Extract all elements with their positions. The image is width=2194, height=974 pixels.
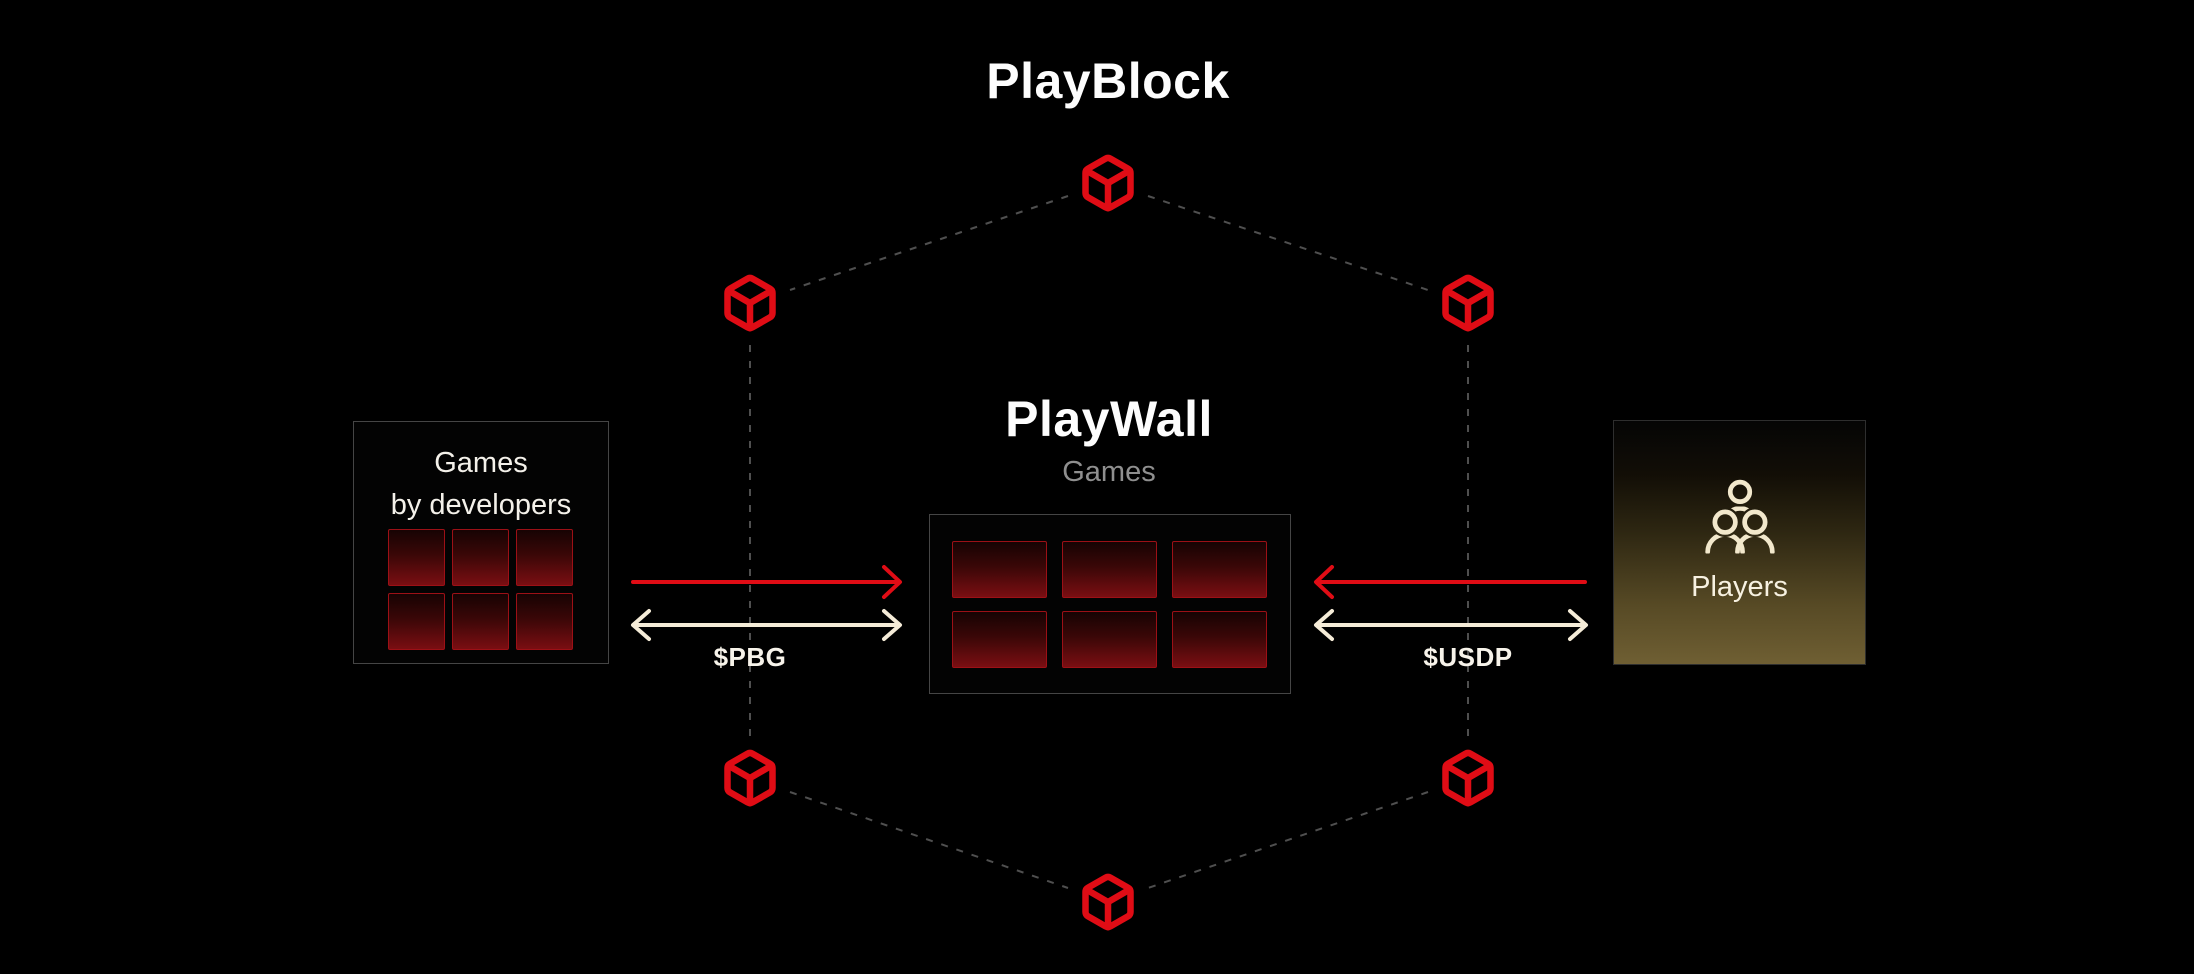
cube-node-bottom (1078, 872, 1138, 932)
users-group-icon (1705, 479, 1775, 554)
game-tile (388, 593, 445, 650)
developers-box-label-line2: by developers (390, 489, 572, 521)
cube-node-top (1078, 153, 1138, 213)
game-tile (452, 529, 509, 586)
cube-icon (1442, 274, 1494, 332)
game-tile (1172, 541, 1267, 598)
arrow-players-to-playwall (1314, 565, 1587, 599)
game-tile (952, 541, 1047, 598)
page-title: PlayBlock (986, 53, 1230, 109)
usdp-token-label: $USDP (1423, 642, 1513, 672)
cube-node-upper-right (1438, 273, 1498, 333)
players-box: Players (1613, 420, 1866, 665)
arrow-developers-to-playwall (631, 565, 902, 599)
playwall-box (929, 514, 1291, 694)
arrow-pbg-bidirectional (631, 609, 902, 641)
game-tile (952, 611, 1047, 668)
arrow-usdp-bidirectional (1314, 609, 1588, 641)
cube-node-lower-left (720, 748, 780, 808)
playwall-game-tiles (952, 541, 1267, 668)
players-box-label: Players (1691, 571, 1788, 603)
cube-icon (724, 274, 776, 332)
cube-icon (1082, 154, 1134, 212)
game-tile (1172, 611, 1267, 668)
game-tile (388, 529, 445, 586)
cube-icon (1082, 873, 1134, 931)
game-tile (1062, 541, 1157, 598)
game-tile (1062, 611, 1157, 668)
game-tile (516, 593, 573, 650)
cube-node-lower-right (1438, 748, 1498, 808)
developers-box-label-line1: Games (434, 447, 528, 479)
game-tile (516, 529, 573, 586)
playwall-subtitle: Games (1062, 456, 1156, 488)
developers-box-label: Games by developers (354, 442, 608, 526)
cube-icon (1442, 749, 1494, 807)
game-tile (452, 593, 509, 650)
playwall-title: PlayWall (1005, 391, 1213, 447)
developers-box: Games by developers (353, 421, 609, 664)
pbg-token-label: $PBG (713, 642, 787, 672)
developers-game-tiles (388, 529, 573, 650)
cube-node-upper-left (720, 273, 780, 333)
cube-icon (724, 749, 776, 807)
